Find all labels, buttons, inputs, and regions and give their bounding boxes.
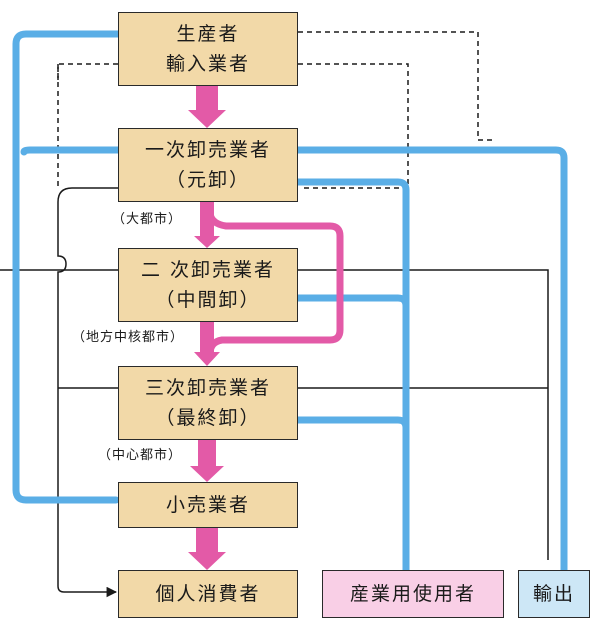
tertiary-wholesaler-box: 三次卸売業者 （最終卸） [118,366,298,440]
blue-flows [12,30,568,576]
primary-wholesaler-box: 一次卸売業者 （元卸） [118,128,298,202]
primary-city-note: （大都市） [112,212,183,227]
industrial-user-label: 産業用使用者 [349,583,476,605]
primary-wholesaler-label: 一次卸売業者 [144,139,271,161]
blue-flow-tertiary-industrial [294,416,410,432]
thin-lines [0,31,549,598]
pink-arrow-retailer-consumer [188,528,226,570]
export-box: 輸出 [518,570,590,618]
producer-label: 生産者 [176,23,240,45]
tertiary-wholesaler-sublabel: （最終卸） [155,407,261,429]
tertiary-wholesaler-label: 三次卸売業者 [144,377,271,399]
retailer-box: 小売業者 [118,482,298,528]
thin-line-secondary [0,269,549,560]
export-label: 輸出 [532,583,575,605]
secondary-wholesaler-box: 二 次卸売業者 （中間卸） [118,248,298,322]
primary-wholesaler-sublabel: （元卸） [165,169,250,191]
blue-flow-primary-export [20,146,568,576]
dashed-line-producer-export [298,31,492,141]
blue-flow-producer-retailer [12,30,122,504]
dashed-line-producer-primary [57,63,409,189]
left-thin-line-to-consumer [57,187,118,598]
tertiary-city-note: （中心都市） [98,448,183,463]
secondary-city-note: （地方中核都市） [72,330,185,345]
pink-arrow-primary-secondary [194,202,220,248]
consumer-label: 個人消費者 [155,583,261,605]
consumer-box: 個人消費者 [118,570,298,618]
importer-label: 輸入業者 [165,53,250,75]
secondary-wholesaler-label: 二 次卸売業者 [140,259,276,281]
pink-bypass-loop [206,210,344,358]
blue-flow-primary-industrial [294,178,410,576]
blue-flow-secondary-industrial [294,294,410,310]
retailer-label: 小売業者 [165,494,250,516]
pink-arrow-secondary-tertiary [194,322,220,366]
industrial-user-box: 産業用使用者 [322,570,504,618]
secondary-wholesaler-sublabel: （中間卸） [155,289,261,311]
pink-flows [188,86,344,570]
pink-arrow-tertiary-retailer [190,440,224,482]
producer-box: 生産者 輸入業者 [118,12,298,86]
pink-arrow-producer-primary [188,86,226,128]
